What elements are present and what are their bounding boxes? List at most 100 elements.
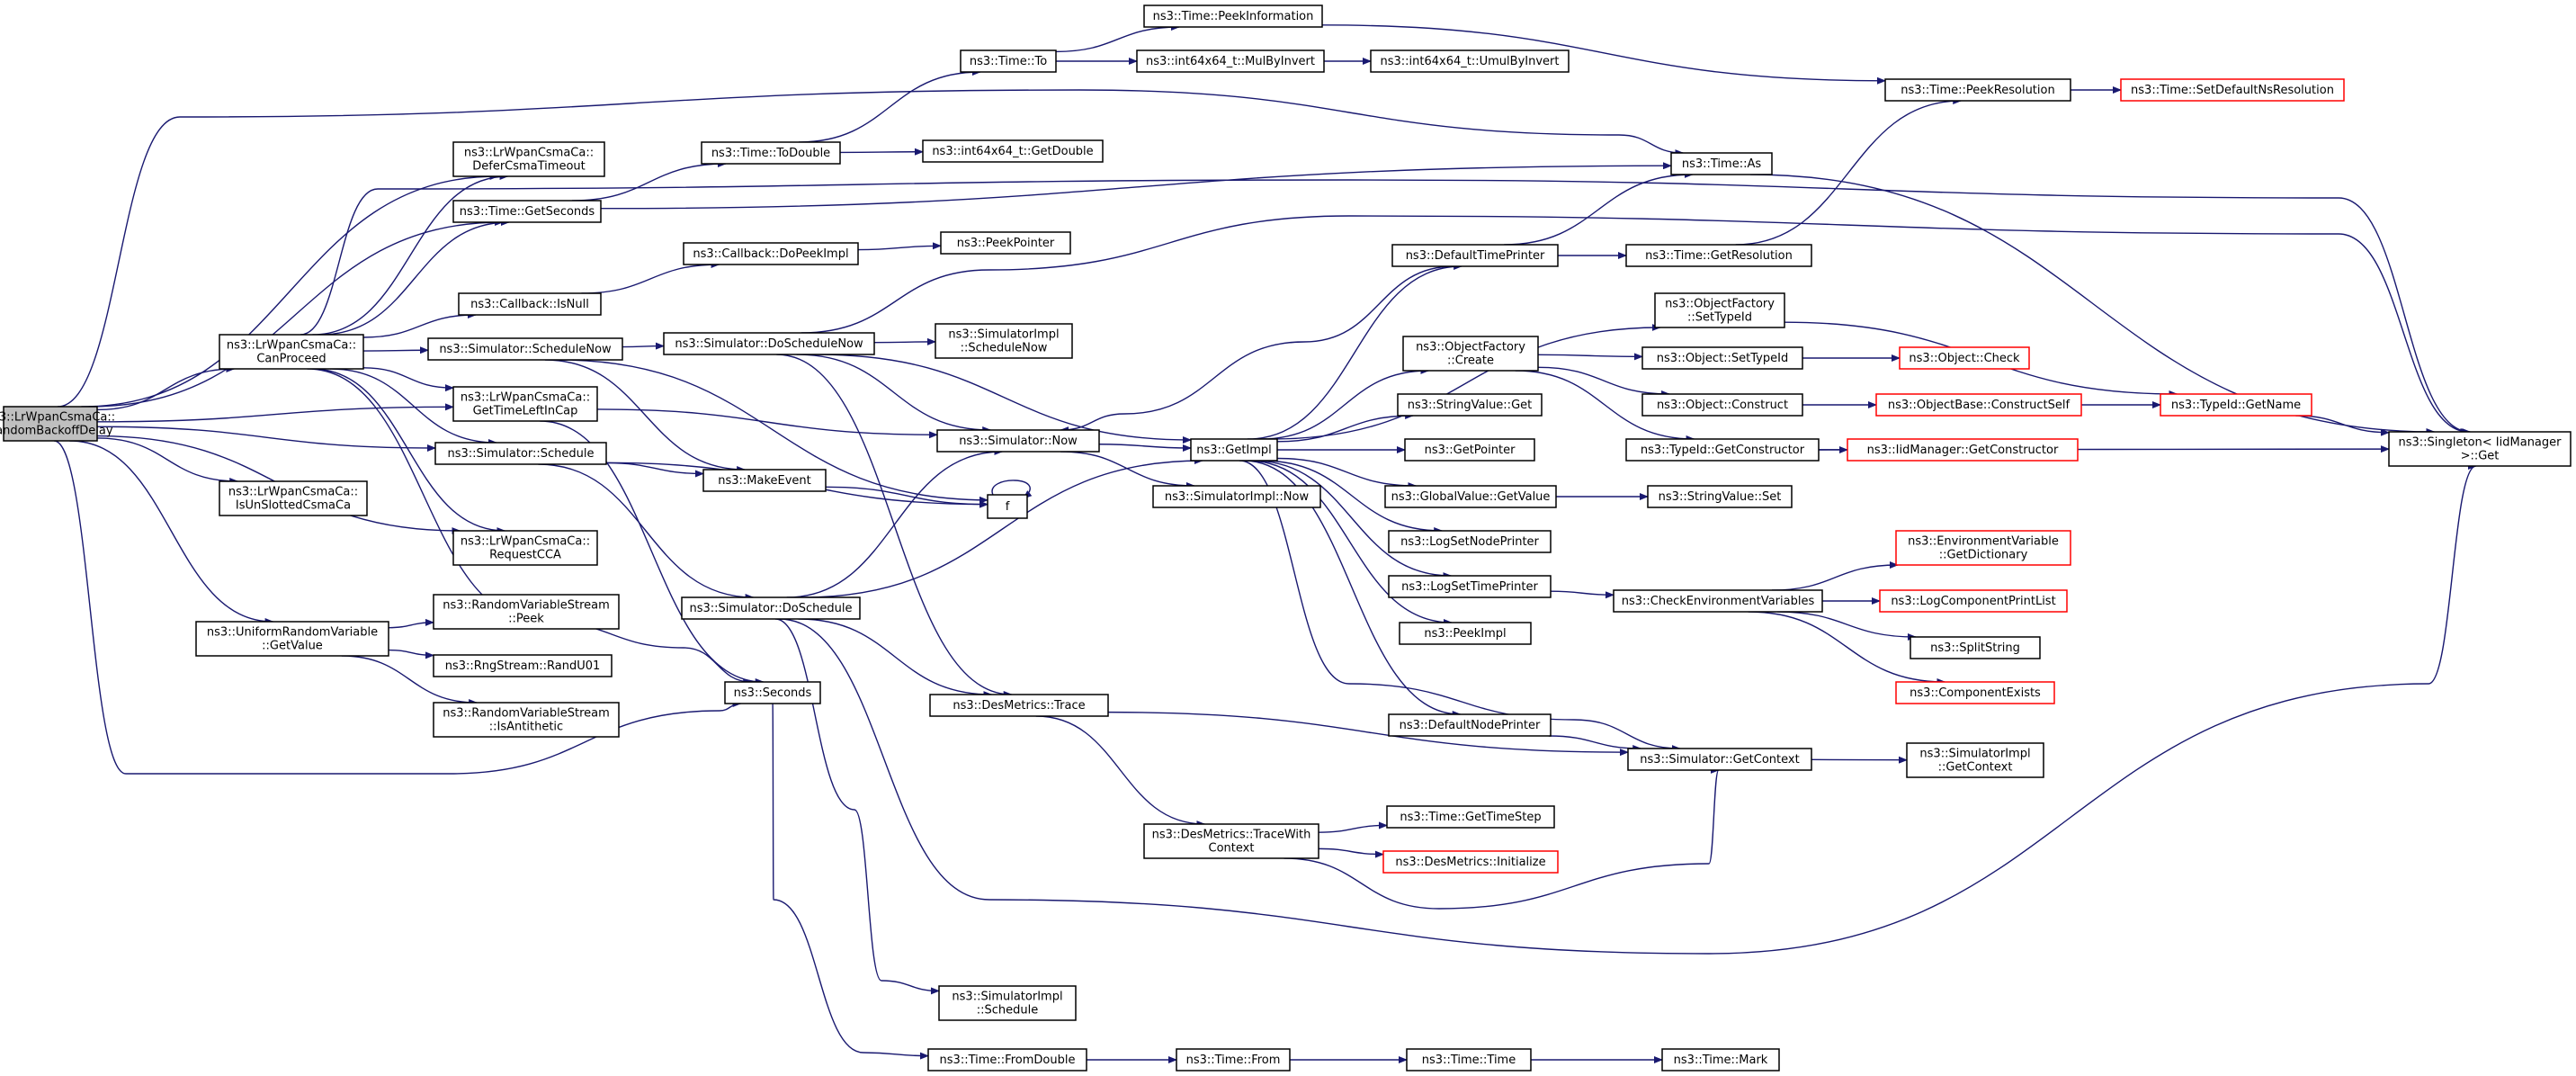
- node-box: [929, 694, 1109, 717]
- edge-root-to-getSeconds: [88, 219, 505, 408]
- node-simImplGetContext[interactable]: ns3::SimulatorImpl::GetContext: [1906, 742, 2044, 778]
- node-uniformGetValue[interactable]: ns3::UniformRandomVariable::GetValue: [195, 621, 389, 657]
- node-iidGetCtor[interactable]: ns3::IidManager::GetConstructor: [1847, 438, 2079, 462]
- node-canProceed[interactable]: ns3::LrWpanCsmaCa::CanProceed: [219, 334, 364, 370]
- node-componentExists[interactable]: ns3::ComponentExists: [1895, 681, 2055, 704]
- node-timeTo[interactable]: ns3::Time::To: [960, 49, 1057, 73]
- edge: [605, 462, 704, 478]
- node-stringValueSet[interactable]: ns3::StringValue::Set: [1647, 485, 1793, 508]
- node-doPeekImpl[interactable]: ns3::Callback::DoPeekImpl: [683, 242, 859, 265]
- node-simGetContext[interactable]: ns3::Simulator::GetContext: [1627, 748, 1812, 771]
- node-getPointer[interactable]: ns3::GetPointer: [1404, 438, 1535, 462]
- node-callbackIsNull[interactable]: ns3::Callback::IsNull: [458, 292, 602, 316]
- node-doSchedule[interactable]: ns3::Simulator::DoSchedule: [681, 596, 861, 620]
- node-seconds[interactable]: ns3::Seconds: [724, 681, 821, 704]
- node-f[interactable]: f: [987, 494, 1028, 519]
- node-objBaseCtorSelf[interactable]: ns3::ObjectBase::ConstructSelf: [1875, 393, 2082, 417]
- node-setDefaultNsRes[interactable]: ns3::Time::SetDefaultNsResolution: [2120, 78, 2345, 102]
- node-timeTime[interactable]: ns3::Time::Time: [1406, 1048, 1532, 1072]
- node-label: ns3::Time::Mark: [1674, 1054, 1768, 1067]
- node-ofSetTypeId[interactable]: ns3::ObjectFactory::SetTypeId: [1654, 292, 1785, 328]
- node-getImpl[interactable]: ns3::GetImpl: [1190, 438, 1278, 462]
- node-fromDouble[interactable]: ns3::Time::FromDouble: [927, 1048, 1087, 1072]
- node-simImplNow[interactable]: ns3::SimulatorImpl::Now: [1152, 485, 1321, 508]
- node-objCheck[interactable]: ns3::Object::Check: [1899, 346, 2030, 370]
- node-timeToDouble[interactable]: ns3::Time::ToDouble: [701, 141, 841, 165]
- node-typeIdGetName[interactable]: ns3::TypeId::GetName: [2160, 393, 2312, 417]
- node-doScheduleNow[interactable]: ns3::Simulator::DoScheduleNow: [663, 332, 875, 355]
- edge-canProceed-to-getTimeLeft: [362, 367, 454, 392]
- node-label: ns3::ComponentExists: [1910, 686, 2041, 700]
- node-timeMark[interactable]: ns3::Time::Mark: [1661, 1048, 1780, 1072]
- edge-uniformGetValue-to-rvsPeek: [388, 618, 434, 629]
- node-singletonGet[interactable]: ns3::Singleton< IidManager >::Get: [2388, 431, 2572, 467]
- node-label: ::Create: [1447, 354, 1494, 368]
- node-label: ::IsAntithetic: [489, 721, 563, 734]
- edge-getImpl-to-peekImpl: [1248, 460, 1453, 626]
- node-stringValueGet[interactable]: ns3::StringValue::Get: [1397, 393, 1543, 417]
- node-schedule[interactable]: ns3::Simulator::Schedule: [434, 442, 607, 465]
- edge: [319, 219, 510, 336]
- edge: [801, 215, 2470, 435]
- edge: [1537, 353, 1643, 361]
- node-ofCreate[interactable]: ns3::ObjectFactory::Create: [1402, 336, 1539, 372]
- node-root[interactable]: ns3::LrWpanCsmaCa::RandomBackoffDelay: [0, 406, 115, 442]
- node-rvsPeek[interactable]: ns3::RandomVariableStream::Peek: [433, 594, 620, 630]
- node-typeIdGetCtor[interactable]: ns3::TypeId::GetConstructor: [1625, 438, 1820, 462]
- node-label: ns3::Callback::DoPeekImpl: [693, 247, 848, 261]
- edge-seconds-to-fromDouble: [772, 703, 929, 1060]
- node-desInitialize[interactable]: ns3::DesMetrics::Initialize: [1382, 850, 1559, 874]
- edge-uniformGetValue-to-isAntithetic: [341, 655, 479, 706]
- node-box: [922, 139, 1104, 163]
- edge-defaultTimePrinter-to-simNow: [1060, 265, 1454, 434]
- node-splitString[interactable]: ns3::SplitString: [1910, 636, 2041, 659]
- node-scheduleNow[interactable]: ns3::Simulator::ScheduleNow: [427, 337, 623, 361]
- node-umulByInvert[interactable]: ns3::int64x64_t::UmulByInvert: [1370, 49, 1570, 73]
- edge-canProceed-to-requestCca: [311, 368, 506, 534]
- node-desTrace[interactable]: ns3::DesMetrics::Trace: [929, 694, 1109, 717]
- node-mulByInvert[interactable]: ns3::int64x64_t::MulByInvert: [1136, 49, 1325, 73]
- node-int64GetDouble[interactable]: ns3::int64x64_t::GetDouble: [922, 139, 1104, 163]
- node-label: ns3::LrWpanCsmaCa::: [461, 535, 590, 549]
- node-getSeconds[interactable]: ns3::Time::GetSeconds: [452, 200, 602, 223]
- node-isUnSlotted[interactable]: ns3::LrWpanCsmaCa::IsUnSlottedCsmaCa: [219, 480, 368, 516]
- edge: [774, 618, 940, 995]
- edge-getImpl-to-ofSetTypeId: [1271, 324, 1661, 440]
- node-peekResolution[interactable]: ns3::Time::PeekResolution: [1884, 78, 2071, 102]
- node-peekImpl[interactable]: ns3::PeekImpl: [1399, 622, 1532, 645]
- edge-timeToDouble-to-timeTo: [799, 68, 981, 143]
- node-objConstruct[interactable]: ns3::Object::Construct: [1641, 393, 1803, 417]
- node-checkEnv[interactable]: ns3::CheckEnvironmentVariables: [1613, 589, 1823, 613]
- node-getTimeLeft[interactable]: ns3::LrWpanCsmaCa::GetTimeLeftInCap: [452, 386, 598, 422]
- node-defaultNodePrinter[interactable]: ns3::DefaultNodePrinter: [1388, 713, 1552, 737]
- node-defaultTimePrinter[interactable]: ns3::DefaultTimePrinter: [1391, 244, 1559, 267]
- node-envGetDict[interactable]: ns3::EnvironmentVariable::GetDictionary: [1895, 530, 2071, 566]
- node-timeAs[interactable]: ns3::Time::As: [1670, 152, 1773, 175]
- node-logSetNodePrinter[interactable]: ns3::LogSetNodePrinter: [1388, 530, 1552, 553]
- node-deferCsma[interactable]: ns3::LrWpanCsmaCa::DeferCsmaTimeout: [452, 141, 605, 177]
- node-randU01[interactable]: ns3::RngStream::RandU01: [433, 654, 613, 677]
- node-globalValueGet[interactable]: ns3::GlobalValue::GetValue: [1384, 485, 1557, 508]
- edge: [538, 463, 755, 601]
- node-label: RequestCCA: [489, 549, 561, 562]
- edge: [1252, 460, 1453, 579]
- node-box: [1384, 485, 1557, 508]
- node-simNow[interactable]: ns3::Simulator::Now: [936, 429, 1100, 453]
- node-simImplSchedule[interactable]: ns3::SimulatorImpl::Schedule: [938, 985, 1077, 1021]
- node-label: ns3::LrWpanCsmaCa::: [228, 486, 358, 499]
- node-makeEvent[interactable]: ns3::MakeEvent: [702, 469, 827, 492]
- node-peekInformation[interactable]: ns3::Time::PeekInformation: [1143, 4, 1323, 28]
- node-requestCca[interactable]: ns3::LrWpanCsmaCa::RequestCCA: [452, 530, 598, 566]
- node-peekPointer[interactable]: ns3::PeekPointer: [940, 231, 1071, 255]
- node-simImplScheduleNow[interactable]: ns3::SimulatorImpl::ScheduleNow: [935, 323, 1073, 359]
- node-timeFrom[interactable]: ns3::Time::From: [1176, 1048, 1291, 1072]
- node-isAntithetic[interactable]: ns3::RandomVariableStream::IsAntithetic: [433, 702, 620, 738]
- node-logCompPrintList[interactable]: ns3::LogComponentPrintList: [1879, 589, 2068, 613]
- node-timeGetTimeStep[interactable]: ns3::Time::GetTimeStep: [1386, 805, 1555, 829]
- node-label: RandomBackoffDelay: [0, 425, 113, 438]
- node-logSetTimePrinter[interactable]: ns3::LogSetTimePrinter: [1388, 575, 1552, 598]
- node-timeGetResolution[interactable]: ns3::Time::GetResolution: [1625, 244, 1812, 267]
- node-objSetTypeId[interactable]: ns3::Object::SetTypeId: [1641, 346, 1803, 370]
- edge-canProceed-to-getSeconds: [319, 219, 510, 336]
